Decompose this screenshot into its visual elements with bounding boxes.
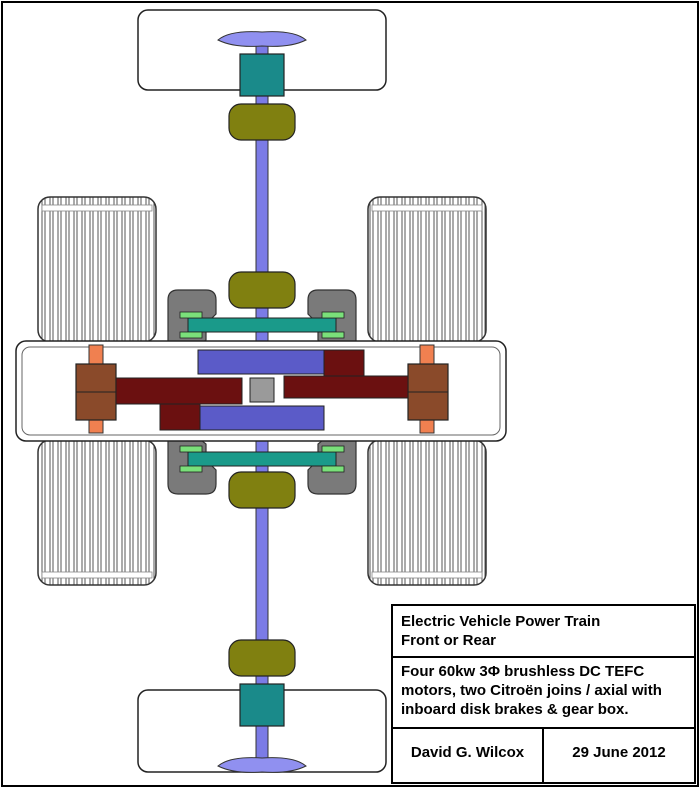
title-block: Electric Vehicle Power Train Front or Re… <box>391 604 696 784</box>
description-text: Four 60kw 3Φ brushless DC TEFC motors, t… <box>401 663 662 718</box>
brake-disc-bottom <box>187 451 337 467</box>
front-hub-flange <box>217 31 307 47</box>
motor-top-right <box>367 196 487 343</box>
date-cell: 29 June 2012 <box>544 729 694 782</box>
brake-pad-br-1 <box>321 445 345 453</box>
cv-joint-front-inner <box>228 271 296 309</box>
motor-bottom-left <box>37 439 157 586</box>
gearbox-housing-inner <box>21 346 501 436</box>
brake-pad-br-2 <box>321 465 345 473</box>
motor-top-left <box>37 196 157 343</box>
date-text: 29 June 2012 <box>572 744 666 761</box>
author-cell: David G. Wilcox <box>393 729 544 782</box>
brake-pad-tr-1 <box>321 311 345 319</box>
brake-pad-bl-1 <box>179 445 203 453</box>
rear-hub <box>239 683 285 727</box>
title-cell: Electric Vehicle Power Train Front or Re… <box>393 606 694 658</box>
author-text: David G. Wilcox <box>410 744 525 761</box>
motor-arm-right <box>283 375 409 399</box>
brake-disc-top <box>187 317 337 333</box>
brake-pad-tr-2 <box>321 331 345 339</box>
motor-arm-left-step <box>159 403 201 431</box>
brake-pad-tl-2 <box>179 331 203 339</box>
brake-pad-bl-2 <box>179 465 203 473</box>
cv-joint-front-outer <box>228 103 296 141</box>
title-line-1: Electric Vehicle Power Train <box>401 613 601 630</box>
title-line-2: Front or Rear <box>401 632 497 649</box>
gear-lower <box>197 405 325 431</box>
center-block <box>249 377 275 403</box>
gear-upper <box>197 349 325 375</box>
motor-bottom-right <box>367 439 487 586</box>
description-cell: Four 60kw 3Φ brushless DC TEFC motors, t… <box>393 658 694 729</box>
cv-joint-rear-inner <box>228 471 296 509</box>
motor-arm-right-step <box>323 349 365 377</box>
cv-joint-rear-outer <box>228 639 296 677</box>
rear-hub-flange <box>217 757 307 773</box>
motor-arm-left <box>115 377 243 405</box>
brake-pad-tl-1 <box>179 311 203 319</box>
front-hub <box>239 53 285 97</box>
